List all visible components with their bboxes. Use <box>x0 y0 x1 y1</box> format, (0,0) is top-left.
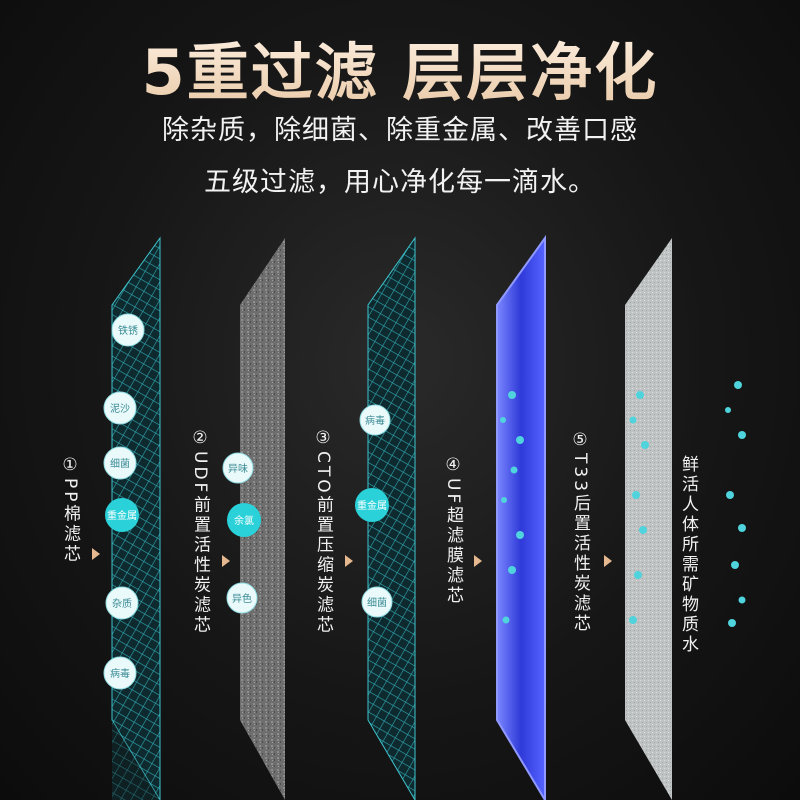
cto-filter-panel <box>367 236 416 800</box>
pp-bubbles: 铁锈 泥沙 细菌 重金属 杂质 病毒 <box>103 313 145 690</box>
bubble-label: 杂质 <box>112 598 132 610</box>
arrow-right-icon <box>345 555 353 567</box>
udf-bubbles: 异味 余氯 异色 <box>222 452 261 614</box>
stage-2-text: UDF前置活性炭滤芯 <box>190 451 210 636</box>
stage-2-number: ② <box>190 428 210 451</box>
stage-1-text: PP棉滤芯 <box>60 478 80 565</box>
mineral-water-droplets <box>725 381 746 627</box>
t33-filter-panel <box>625 238 672 800</box>
stage-3-text: CTO前置压缩炭滤芯 <box>313 451 333 636</box>
bubble-label: 铁锈 <box>118 324 138 337</box>
bubble-label: 重金属 <box>357 499 387 512</box>
bubble-label: 细菌 <box>110 457 130 470</box>
stage-1-number: ① <box>60 455 80 478</box>
stage-5-number: ⑤ <box>570 430 590 453</box>
uf-droplets <box>500 391 524 624</box>
arrow-right-icon <box>222 555 230 567</box>
bubble-label: 细菌 <box>367 596 387 609</box>
bubble-label: 重金属 <box>107 509 137 522</box>
arrow-right-icon <box>474 555 482 567</box>
bubble-label: 病毒 <box>365 414 385 427</box>
bubble-label: 异味 <box>228 463 248 475</box>
stage-4-text: UF超滤膜滤芯 <box>443 478 463 607</box>
stage-3-number: ③ <box>313 428 333 451</box>
arrow-right-icon <box>604 555 612 567</box>
stage-5-label: ⑤T33后置活性炭滤芯 <box>570 430 590 634</box>
stage-2-label: ②UDF前置活性炭滤芯 <box>190 428 210 635</box>
stage-3-label: ③CTO前置压缩炭滤芯 <box>313 428 333 636</box>
bubble-label: 泥沙 <box>110 402 130 415</box>
bubble-label: 余氯 <box>234 514 254 527</box>
main-title: 5重过滤 层层净化 <box>0 22 800 112</box>
stage-5-text: T33后置活性炭滤芯 <box>570 453 590 635</box>
bubble-label: 异色 <box>232 592 252 605</box>
uf-filter-panel <box>496 234 546 800</box>
result-label: 鲜活人体所需矿物质水 <box>678 455 698 655</box>
udf-filter-panel <box>240 238 285 800</box>
subtitle-line-2: 五级过滤，用心净化每一滴水。 <box>204 167 596 198</box>
bubble-label: 病毒 <box>110 667 130 680</box>
stage-4-label: ④UF超滤膜滤芯 <box>443 455 463 606</box>
subtitle-line-1: 除杂质，除细菌、除重金属、改善口感 <box>162 115 638 146</box>
t33-droplets <box>629 391 649 624</box>
cto-bubbles: 病毒 重金属 细菌 <box>355 404 393 618</box>
stage-1-label: ①PP棉滤芯 <box>60 455 80 565</box>
stage-4-number: ④ <box>443 455 463 478</box>
arrow-right-icon <box>92 548 100 560</box>
